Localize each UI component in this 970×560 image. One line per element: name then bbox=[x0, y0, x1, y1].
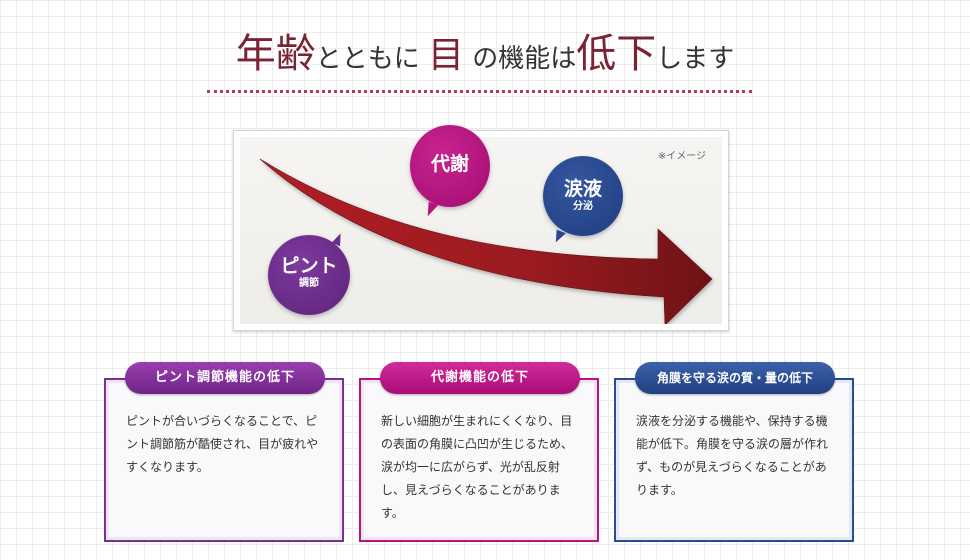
title-age: 年齢 bbox=[235, 31, 316, 77]
title-decline: 低下 bbox=[576, 31, 657, 77]
bubble-tears-sub: 分泌 bbox=[573, 201, 593, 212]
card-metabolism-body: 新しい細胞が生まれにくくなり、目の表面の角膜に凸凹が生じるため、涙が均一に広がら… bbox=[381, 414, 574, 520]
card-tears-body: 涙液を分泌する機能や、保持する機能が低下。角膜を守る涙の層が作れず、ものが見えづ… bbox=[636, 414, 829, 497]
bubble-focus: ピント 調節 bbox=[268, 235, 350, 315]
decline-diagram: ※イメージ ピント 調節 代謝 涙液 分泌 bbox=[233, 125, 729, 331]
card-focus-heading: ピント調節機能の低下 bbox=[125, 362, 325, 394]
title-divider bbox=[207, 90, 752, 93]
title-text: します bbox=[656, 44, 735, 74]
card-tears-decline: 涙液を分泌する機能や、保持する機能が低下。角膜を守る涙の層が作れず、ものが見えづ… bbox=[614, 378, 854, 542]
bubble-metabolism: 代謝 bbox=[410, 125, 490, 207]
image-note: ※イメージ bbox=[657, 151, 706, 162]
bubble-tears-main: 涙液 bbox=[563, 178, 602, 200]
bubble-metabolism-main: 代謝 bbox=[430, 153, 469, 175]
bubble-tears: 涙液 分泌 bbox=[543, 156, 623, 236]
page-title: 年齢とともに 目 の機能は低下します bbox=[0, 28, 970, 85]
diagram-background: ※イメージ ピント 調節 代謝 涙液 分泌 bbox=[240, 125, 722, 324]
title-text: とともに bbox=[315, 44, 420, 74]
title-text: の機能は bbox=[472, 44, 577, 74]
decline-arrow-icon bbox=[259, 158, 713, 324]
bubble-focus-main: ピント bbox=[280, 255, 338, 277]
title-eye: 目 bbox=[427, 35, 464, 76]
bubble-focus-sub: 調節 bbox=[299, 278, 319, 289]
card-focus-decline: ピントが合いづらくなることで、ピント調節筋が酷使され、目が疲れやすくなります。 bbox=[104, 378, 344, 542]
card-metabolism-decline: 新しい細胞が生まれにくくなり、目の表面の角膜に凸凹が生じるため、涙が均一に広がら… bbox=[359, 378, 599, 542]
card-focus-body: ピントが合いづらくなることで、ピント調節筋が酷使され、目が疲れやすくなります。 bbox=[126, 414, 319, 474]
card-tears-heading: 角膜を守る涙の質・量の低下 bbox=[635, 362, 835, 394]
card-metabolism-heading: 代謝機能の低下 bbox=[380, 362, 580, 394]
